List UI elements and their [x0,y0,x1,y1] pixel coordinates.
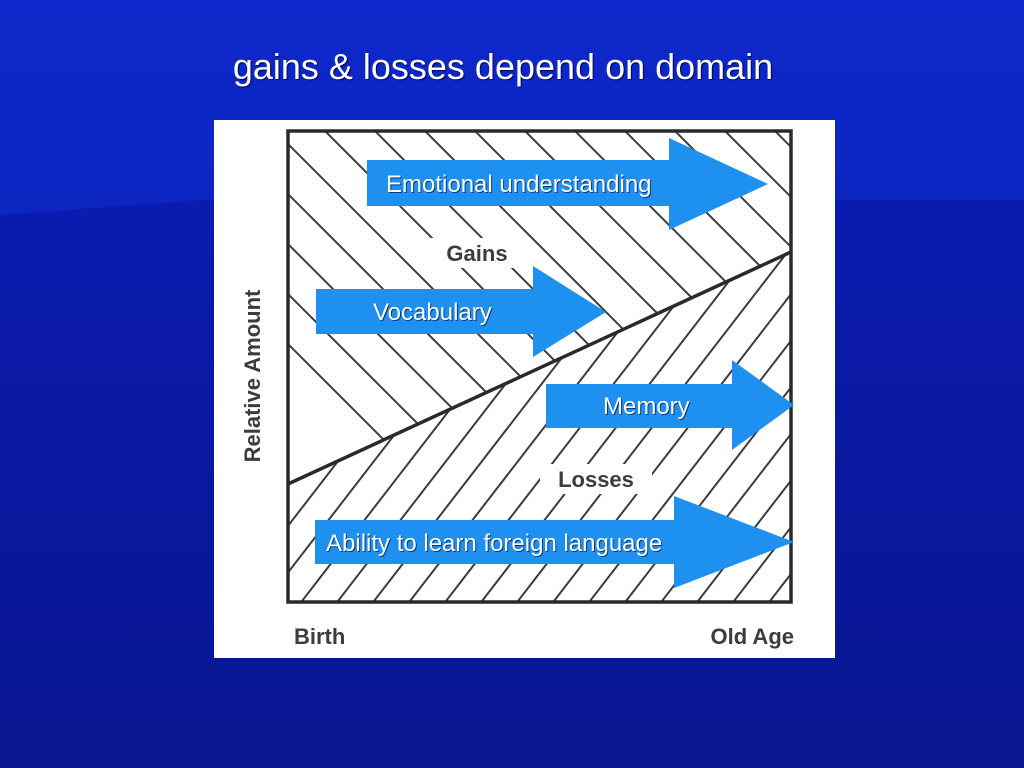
y-axis-label: Relative Amount [240,289,265,462]
emotional-understanding-label: Emotional understanding [386,171,652,198]
vocabulary-label: Vocabulary [373,299,492,326]
gains-losses-boundary [287,250,792,486]
memory-arrow [546,360,794,450]
losses-label-backing [540,464,652,494]
memory-label: Memory [603,393,690,420]
x-axis-end-label: Old Age [710,624,794,649]
gains-label: Gains [446,241,507,266]
emotional-understanding-arrow [367,138,768,230]
foreign-language-arrow [315,496,794,588]
losses-label: Losses [558,467,634,492]
vocabulary-arrow [316,266,606,357]
slide-title: gains & losses depend on domain [232,46,774,87]
plot-frame [286,129,793,604]
foreign-language-label: Ability to learn foreign language [326,530,663,557]
gains-label-backing [428,238,524,268]
x-axis-start-label: Birth [294,624,345,649]
